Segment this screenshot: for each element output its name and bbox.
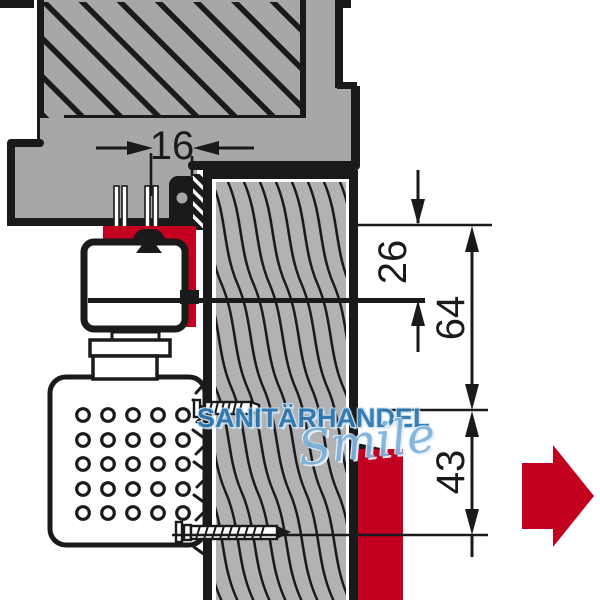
fixing-screw-lower bbox=[174, 520, 291, 544]
dimension-43: 43 bbox=[429, 411, 479, 557]
spindle-axis-line bbox=[88, 298, 425, 303]
plate-holes bbox=[75, 407, 191, 521]
frame-screw-channels bbox=[113, 185, 159, 231]
watermark-text: SANITÄRHANDEL bbox=[197, 403, 430, 433]
closer-body bbox=[80, 238, 189, 333]
closer-arm-pedestal bbox=[88, 330, 172, 381]
dimension-16: 16 bbox=[96, 124, 254, 196]
perforated-mounting-plate bbox=[47, 374, 208, 548]
dimension-16-label: 16 bbox=[150, 124, 195, 168]
direction-arrow-icon bbox=[522, 445, 594, 547]
dimension-43-label: 43 bbox=[429, 450, 473, 495]
lintel-hatched-block bbox=[37, 0, 307, 143]
dimension-64: 64 bbox=[429, 226, 479, 410]
fixing-screw-upper bbox=[192, 398, 261, 419]
closer-pinion-dome bbox=[132, 229, 166, 241]
dimension-26-label: 26 bbox=[371, 240, 415, 285]
dimension-extension-lines bbox=[172, 223, 492, 537]
dimension-26: 26 bbox=[371, 170, 425, 352]
door-closer-assembly bbox=[80, 226, 425, 381]
slide-rail-strip bbox=[357, 443, 403, 600]
dimension-64-label: 64 bbox=[429, 296, 473, 341]
